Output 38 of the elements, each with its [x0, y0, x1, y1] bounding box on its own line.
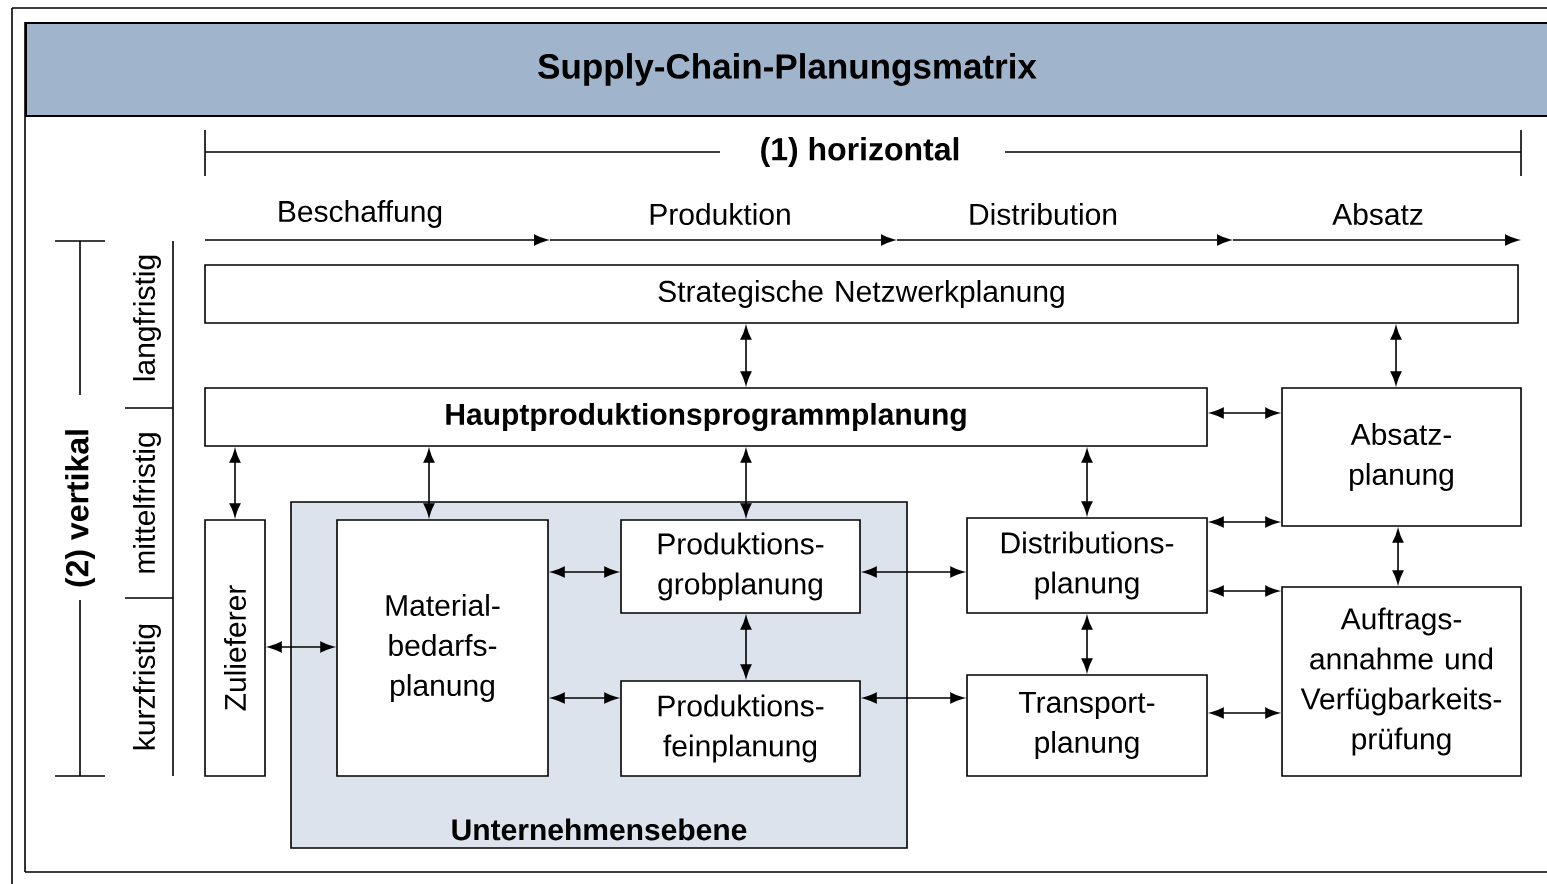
- arrow: [863, 566, 964, 578]
- arrow: [268, 641, 334, 653]
- arrow: [1081, 616, 1093, 672]
- process-box: Distributions- planung: [966, 517, 1208, 614]
- arrow: [551, 692, 618, 704]
- arrow: [1210, 407, 1279, 419]
- arrow: [740, 449, 752, 517]
- time-label: mittelfristig: [133, 433, 161, 573]
- arrow: [1390, 326, 1402, 385]
- arrow: [1081, 449, 1093, 515]
- process-box: Transport- planung: [966, 674, 1208, 777]
- process-box: Hauptproduktionsprogrammplanung: [204, 387, 1208, 447]
- arrow: [740, 616, 752, 678]
- arrow: [1392, 529, 1404, 584]
- arrow: [1210, 585, 1279, 597]
- dimension-label: (2) vertikal: [65, 430, 95, 587]
- time-label: kurzfristig: [133, 624, 161, 750]
- arrow: [229, 449, 241, 517]
- phase-label: Produktion: [650, 203, 790, 225]
- phase-label: Distribution: [970, 203, 1117, 225]
- arrow: [423, 449, 435, 517]
- arrow: [551, 566, 618, 578]
- process-box: Strategische Netzwerkplanung: [204, 264, 1519, 324]
- arrow: [1210, 707, 1279, 719]
- phase-label: Absatz: [1332, 203, 1423, 225]
- process-box: Produktions- feinplanung: [620, 680, 861, 777]
- time-label: langfristig: [133, 255, 161, 381]
- process-box: Produktions- grobplanung: [620, 519, 861, 614]
- arrow: [740, 326, 752, 385]
- arrow: [863, 692, 964, 704]
- arrow: [1210, 516, 1279, 528]
- dimension-label: (1) horizontal: [761, 137, 959, 167]
- title-band: Supply-Chain-Planungsmatrix: [25, 22, 1547, 117]
- phase-label: Beschaffung: [279, 200, 442, 228]
- process-box: Auftrags- annahme und Verfügbarkeits- prüfung: [1281, 586, 1522, 777]
- process-box: Zulieferer: [204, 519, 266, 777]
- process-box: Absatz- planung: [1281, 387, 1522, 527]
- process-box: Material- bedarfs- planung: [336, 519, 549, 777]
